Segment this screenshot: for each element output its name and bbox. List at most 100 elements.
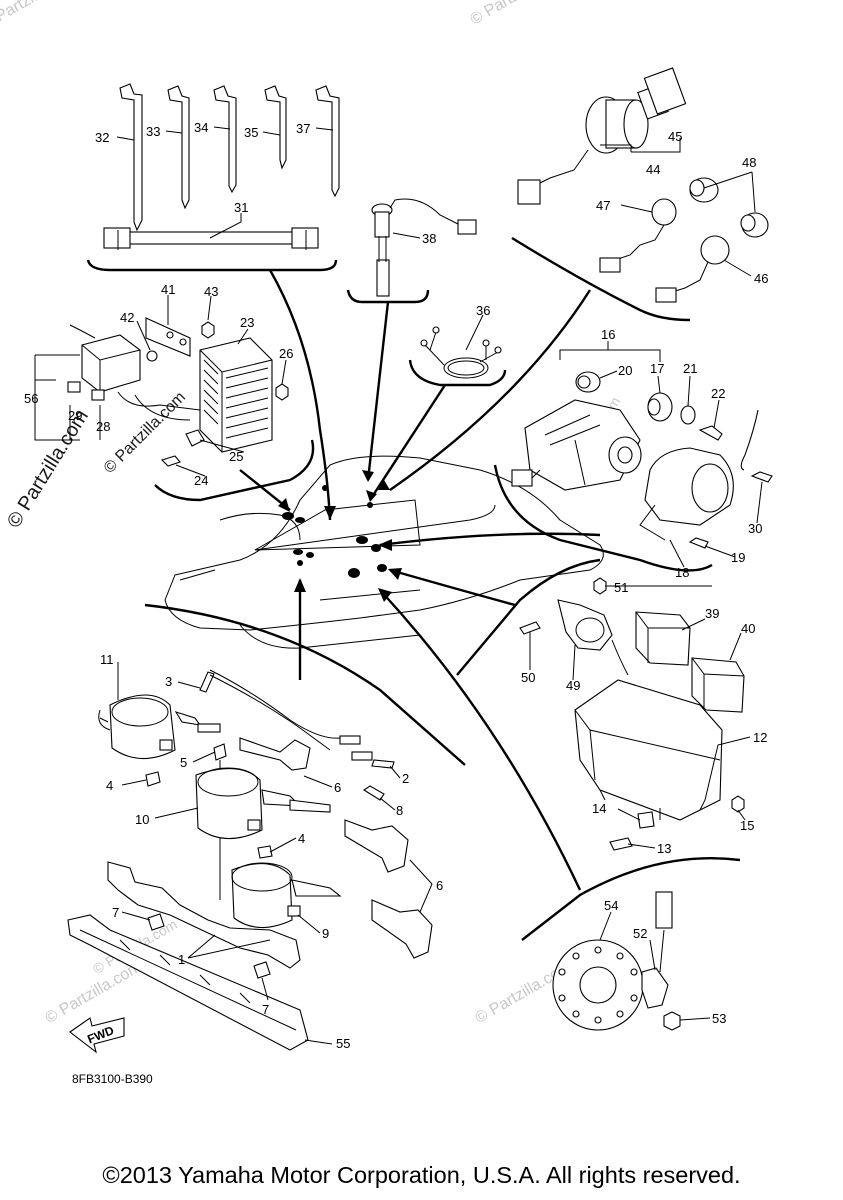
callout-28: 28 [96,419,110,434]
callout-41: 41 [161,282,175,297]
collar-25 [185,429,205,447]
bolt-30 [750,471,773,483]
screw-42 [146,350,158,362]
callout-40: 40 [741,621,755,636]
ignition-coil-10 [195,768,263,840]
fuse-28 [91,389,105,401]
arrow-head [362,470,374,482]
callout-38: 38 [422,231,436,246]
callout-56: 56 [24,391,38,406]
plug-cap-6b [371,899,433,959]
cable-tie-group [103,83,340,250]
arrow-head [324,506,336,520]
bolt-2 [371,759,395,769]
callout-52: 52 [633,926,647,941]
callout-47: 47 [596,198,610,213]
bolt-8 [362,785,385,801]
callout-4b: 4 [298,831,305,846]
callout-6b: 6 [436,878,443,893]
arrow-head [366,490,377,502]
callout-26: 26 [279,346,293,361]
nut-7a [147,913,165,931]
callout-35: 35 [244,125,258,140]
callout-21: 21 [683,361,697,376]
bracket-wire-36 [408,359,507,387]
callout-6a: 6 [334,780,341,795]
callout-25: 25 [229,449,243,464]
callout-18: 18 [675,565,689,580]
cable-tie-32 [119,83,143,232]
ignition-coil-9 [231,863,293,929]
callout-5: 5 [180,755,187,770]
callout-15: 15 [740,818,754,833]
relay-40 [691,657,745,713]
nut-4a [145,771,161,787]
wire-36 [420,326,502,379]
arrow-head [294,578,306,592]
callout-14: 14 [592,801,606,816]
bracket-regulator [154,439,315,502]
nut-15 [731,795,745,813]
callout-31: 31 [234,200,248,215]
callout-51: 51 [614,580,628,595]
ignition-coil-11 [109,694,176,760]
copyright-notice: ©2013 Yamaha Motor Corporation, U.S.A. A… [102,1162,741,1188]
leader-sensor [366,301,390,481]
callout-53: 53 [712,1011,726,1026]
sensor-49 [557,599,613,651]
leader-starter [379,532,601,547]
snowmobile-outline [164,455,604,649]
callout-49: 49 [566,678,580,693]
callout-22: 22 [711,386,725,401]
ecu-12 [574,679,723,821]
bolt-24 [160,455,181,467]
callout-20: 20 [618,363,632,378]
callout-34: 34 [194,120,208,135]
bolt-22 [698,425,723,441]
cable-tie-37 [315,85,340,198]
bracket-starter [493,464,713,572]
main-switch-group [517,67,769,303]
callout-3: 3 [165,674,172,689]
callout-7a: 7 [112,905,119,920]
callout-labels: 32 33 34 35 37 31 38 44 45 48 47 46 36 4… [24,120,768,1086]
callout-leaders [35,126,763,1045]
callout-37: 37 [296,121,310,136]
callout-4a: 4 [106,778,113,793]
callout-43: 43 [204,284,218,299]
relay-39 [635,611,691,666]
nut-51 [593,577,607,595]
switch-46 [700,235,730,265]
bracket-switch-44 [511,236,691,322]
callout-2: 2 [402,771,409,786]
washer-21 [680,405,696,425]
callout-44: 44 [646,162,660,177]
leader-wire-36 [368,384,447,501]
bracket-ignition [144,603,466,766]
nut-7b [253,961,271,979]
callout-8: 8 [396,803,403,818]
arrow-head [378,480,390,490]
bracket-cable-ties [86,259,338,272]
arrow-head [378,539,392,551]
callout-11: 11 [100,652,114,667]
plug-cap-6a [344,819,409,873]
arrow-head [378,588,392,602]
callout-50: 50 [521,670,535,685]
callout-1: 1 [178,952,185,967]
callout-16: 16 [601,327,615,342]
callout-23: 23 [240,315,254,330]
leader-switch [389,289,592,491]
fwd-arrow-icon [69,1017,125,1054]
callout-19: 19 [731,550,745,565]
callout-29: 29 [68,408,82,423]
regulator-group [34,317,289,467]
callout-24: 24 [194,473,208,488]
bolt-3 [199,671,215,693]
electrical-parts-diagram: © Partzilla.com © Partzilla.com © Partzi… [0,0,773,1086]
callout-46: 46 [754,271,768,286]
nut-26 [275,383,289,401]
lever-30 [740,409,759,471]
callout-54: 54 [604,898,618,913]
starter-motor-group [511,349,773,549]
